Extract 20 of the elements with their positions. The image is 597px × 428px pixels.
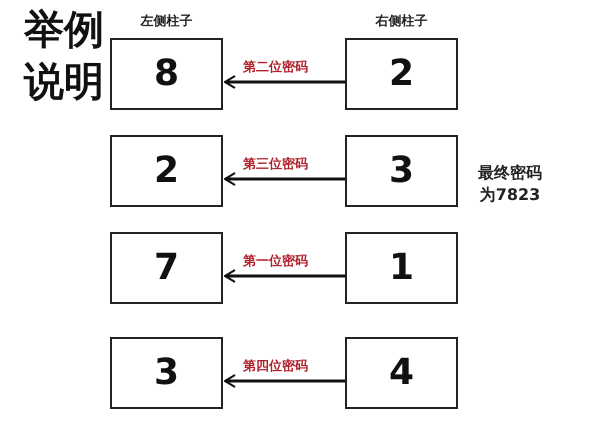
note: 最终密码为7823	[477, 162, 543, 206]
number-box: 3	[345, 135, 458, 207]
edge-label: 第二位密码	[241, 58, 310, 76]
arrow	[224, 269, 345, 283]
column-heading: 左侧柱子	[139, 13, 194, 30]
number-box: 4	[345, 337, 458, 409]
arrow	[224, 75, 345, 89]
number-box: 3	[110, 337, 223, 409]
arrow	[224, 172, 345, 186]
title: 举例说明	[24, 6, 105, 107]
edge-label: 第四位密码	[241, 357, 310, 375]
edge-label: 第三位密码	[241, 155, 310, 173]
number-box: 8	[110, 38, 223, 110]
column-heading: 右侧柱子	[374, 13, 428, 30]
number-box: 2	[110, 135, 223, 207]
arrow	[224, 374, 345, 388]
number-box: 7	[110, 232, 223, 304]
edge-label: 第一位密码	[241, 252, 310, 270]
number-box: 2	[345, 38, 458, 110]
number-box: 1	[345, 232, 458, 304]
